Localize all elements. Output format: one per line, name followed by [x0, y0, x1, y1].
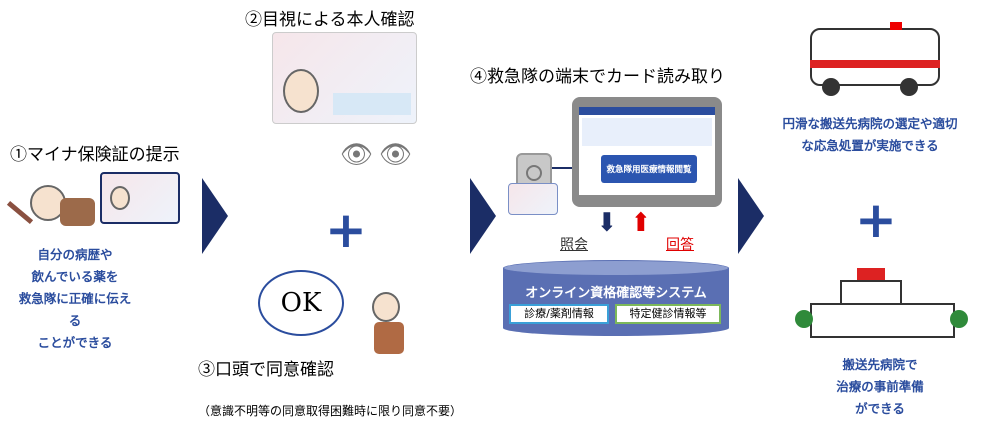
step3-note: （意識不明等の同意取得困難時に限り同意不要） [198, 404, 463, 418]
result1-line: な応急処置が実施できる [801, 138, 939, 153]
step1-desc-line: 救急隊に正確に伝える [18, 291, 132, 328]
mynumber-card-image [508, 183, 558, 215]
step1-title: ①マイナ保険証の提示 [10, 145, 180, 165]
result2-line: 搬送先病院で [842, 357, 918, 372]
step4-title: ④救急隊の端末でカード読み取り [470, 67, 725, 87]
eyes-icon: 👁👁 [340, 140, 419, 170]
tablet-terminal: 救急隊用医療情報閲覧 [572, 97, 722, 207]
medical-drug-info-box: 診療/薬剤情報 [509, 304, 609, 324]
hospital-illustration [795, 268, 970, 338]
health-checkup-info-box: 特定健診情報等 [615, 304, 721, 324]
online-qualification-system-database: オンライン資格確認等システム 診療/薬剤情報 特定健診情報等 [503, 260, 729, 336]
mynumber-card-image [100, 172, 180, 224]
arrow-right-icon [470, 178, 496, 254]
result1-line: 円滑な搬送先病院の選定や適切 [782, 116, 958, 131]
arrow-up-icon: ⬆ [630, 208, 652, 238]
answer-label: 回答 [666, 237, 694, 253]
arrow-right-icon [738, 178, 764, 254]
result2-line: 治療の事前準備 [836, 379, 924, 394]
emergency-medical-info-button[interactable]: 救急隊用医療情報閲覧 [601, 155, 697, 183]
arrow-right-icon [202, 178, 228, 254]
step3-title: ③口頭で同意確認 [198, 360, 334, 380]
elderly-person-illustration [362, 292, 412, 362]
query-label: 照会 [560, 237, 588, 253]
step1-desc-line: ことができる [37, 335, 113, 350]
patient-lying-illustration [5, 180, 95, 250]
step1-desc-line: 飲んでいる薬を [31, 269, 119, 284]
ambulance-illustration [810, 18, 950, 96]
ok-text: OK [280, 288, 322, 318]
step1-desc-line: 自分の病歴や [37, 247, 113, 262]
result2-line: ができる [855, 401, 905, 416]
cable [552, 167, 574, 169]
mynumber-card-image [272, 32, 417, 124]
system-title: オンライン資格確認等システム [525, 286, 707, 301]
step2-title: ②目視による本人確認 [245, 10, 415, 30]
speech-bubble: OK [258, 270, 344, 336]
plus-icon: + [325, 201, 367, 259]
plus-icon: + [855, 191, 897, 249]
arrow-down-icon: ⬇ [596, 208, 618, 238]
